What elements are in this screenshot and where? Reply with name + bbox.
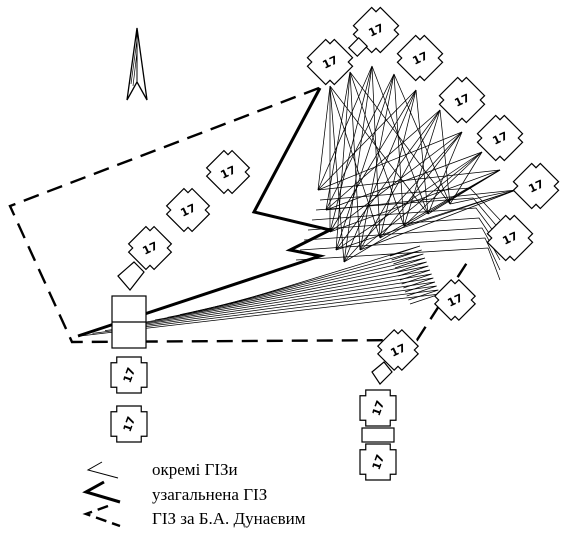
building-section: 17 (306, 38, 354, 86)
building-section: 17 (127, 225, 173, 271)
building-section: 17 (205, 149, 251, 195)
building-section: 17 (110, 356, 148, 394)
building-number-label: 17 (141, 239, 160, 257)
building-section: 17 (512, 162, 560, 210)
building-number-label: 17 (370, 399, 387, 418)
building-section: 17 (359, 443, 397, 481)
building-section: 17 (352, 6, 400, 54)
building-number-label: 17 (527, 177, 546, 195)
building-number-label: 17 (411, 49, 430, 67)
buildings: 17 17 17 17 17 17 17 17 17 17 17 17 17 17 17 17 (110, 6, 560, 481)
building-section: 17 (476, 114, 524, 162)
building-section: 17 (438, 76, 486, 124)
building-number-label: 17 (121, 366, 138, 385)
building-number-label: 17 (501, 229, 520, 247)
building-section: 17 (396, 34, 444, 82)
generalized-boundary (77, 87, 335, 338)
building-number-label: 17 (491, 129, 510, 147)
building-number-label: 17 (446, 291, 465, 309)
building-section: 17 (376, 328, 420, 372)
dunaev-boundary (8, 86, 472, 344)
building-number-label: 17 (453, 91, 472, 109)
legend-item-dunaev: ГІЗ за Б.А. Дунаєвим (152, 509, 306, 528)
legend-item-generalized: узагальнена ГІЗ (152, 485, 268, 504)
building-section: 17 (359, 389, 397, 427)
building-section: 17 (165, 187, 211, 233)
building-number-label: 17 (219, 163, 238, 181)
building-section: 17 (486, 214, 534, 262)
building-number-label: 17 (179, 201, 198, 219)
legend-item-individual: окремі ГІЗи (152, 460, 238, 479)
north-arrow-icon (126, 27, 148, 101)
building-number-label: 17 (367, 21, 386, 39)
legend-symbols (82, 461, 121, 528)
building-number-label: 17 (121, 415, 138, 434)
building-number-label: 17 (321, 53, 340, 71)
building-section: 17 (110, 405, 148, 443)
building-section: 17 (433, 278, 477, 322)
building-number-label: 17 (389, 341, 408, 359)
building-number-label: 17 (370, 453, 387, 472)
